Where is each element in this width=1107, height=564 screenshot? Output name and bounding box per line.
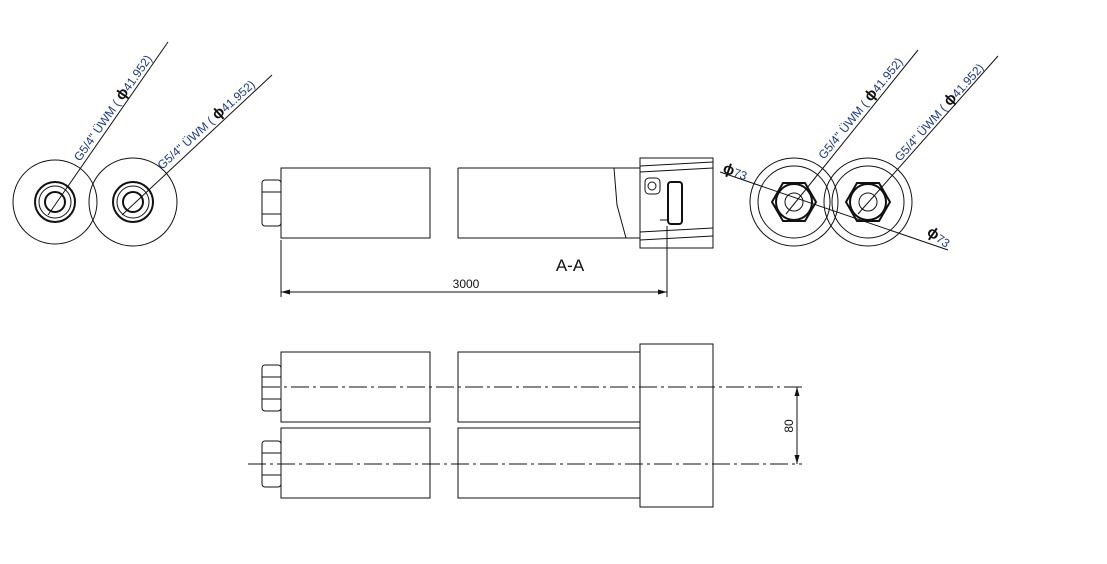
hex-nut [261,179,282,227]
length-dimension: 3000 [453,277,480,291]
left-end-view: G5/4" ÜWM ( ϕ41.952) G5/4" ÜWM ( ϕ41.952… [12,41,273,247]
thread-callout-2: G5/4" ÜWM ( ϕ41.952) [153,76,258,173]
svg-text:G5/4" ÜWM ( ϕ41.952): G5/4" ÜWM ( ϕ41.952) [69,51,155,164]
tube-segment [457,167,640,239]
head-block [639,157,714,249]
outer-diameter-callout-1: ϕ73 [721,160,750,184]
right-end-view: G5/4" ÜWM ( ϕ41.952) G5/4" ÜWM ( ϕ41.952… [719,49,999,251]
tube-segment [280,167,431,239]
svg-text:G5/4" ÜWM ( ϕ41.952): G5/4" ÜWM ( ϕ41.952) [814,54,907,163]
plan-view: 80 [248,343,802,508]
thread-callout-3: G5/4" ÜWM ( ϕ41.952) [814,54,907,163]
end-view-fitting-1 [12,159,98,245]
svg-text:ϕ73: ϕ73 [721,160,750,184]
section-label: A-A [556,256,585,275]
end-view-fitting-2 [88,157,178,247]
svg-text:G5/4" ÜWM ( ϕ41.952): G5/4" ÜWM ( ϕ41.952) [890,59,987,164]
head-block [639,343,714,508]
thread-callout-4: G5/4" ÜWM ( ϕ41.952) [890,59,987,164]
thread-callout-1: G5/4" ÜWM ( ϕ41.952) [69,51,155,164]
section-view-a-a: 3000 A-A [261,157,714,297]
svg-text:G5/4" ÜWM ( ϕ41.952): G5/4" ÜWM ( ϕ41.952) [153,76,258,173]
spacing-dimension: 80 [782,419,796,433]
hex-nut [261,364,282,412]
